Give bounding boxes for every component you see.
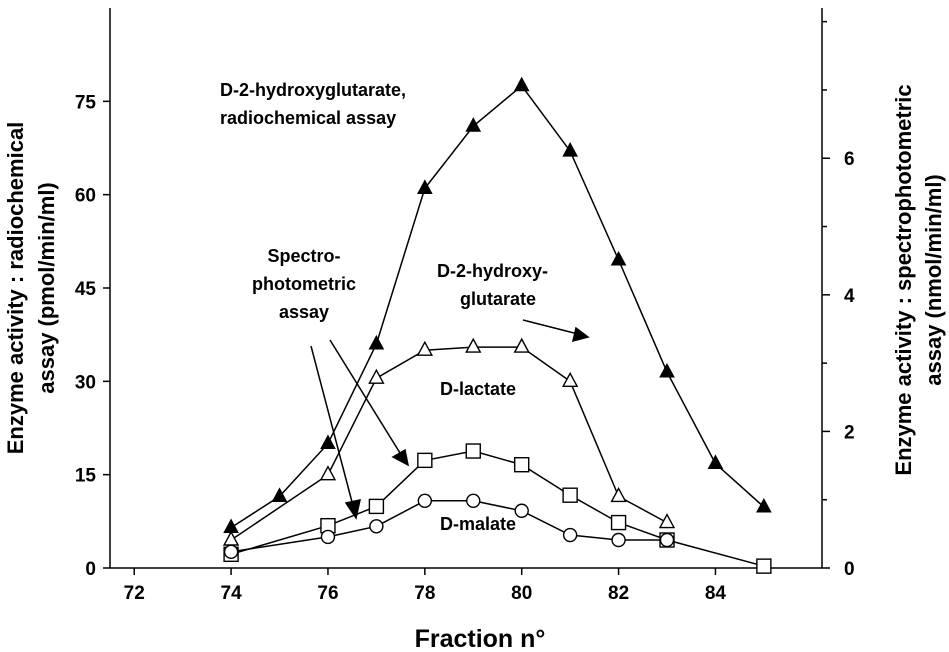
series-0-point-83 [659, 362, 675, 378]
arrow-shaft-3 [310, 345, 353, 503]
right-y-tick-label-0: 0 [844, 559, 855, 580]
series-0-point-77 [368, 334, 385, 350]
arrow-shaft-1 [522, 319, 579, 335]
series-0-point-84 [707, 454, 724, 469]
series-3-point-81 [562, 527, 578, 543]
series-3-point-82 [611, 532, 626, 548]
left-y-tick-label-0: 0 [85, 559, 96, 580]
series-layer [222, 76, 772, 574]
series-2-point-77 [368, 498, 385, 515]
x-tick-label-82: 82 [608, 583, 629, 604]
left-y-tick-label-30: 30 [75, 372, 96, 393]
series-1-point-82 [610, 486, 627, 503]
left-y-tick-label-75: 75 [75, 92, 97, 113]
arrow-shaft-2 [329, 339, 401, 454]
series-1-point-76 [319, 465, 337, 481]
right-axis-title-line2: assay (nmol/min/ml) [921, 174, 946, 386]
left-y-tick-label-60: 60 [75, 186, 96, 207]
x-tick-label-74: 74 [221, 583, 243, 604]
series-0-point-81 [562, 142, 578, 157]
x-tick-label-72: 72 [124, 583, 145, 604]
right-y-tick-label-6: 6 [844, 149, 855, 170]
left-y-tick-label-45: 45 [75, 279, 97, 300]
series-2-point-80 [514, 457, 530, 473]
series-0-point-82 [610, 250, 627, 266]
annotation-d2hg-line1: D-2-hydroxy- [437, 261, 548, 281]
left-axis-title-line2: assay (pmol/min/ml) [34, 182, 59, 394]
series-3-point-78 [417, 493, 433, 508]
series-0-point-85 [756, 497, 772, 513]
series-0-point-76 [320, 434, 336, 450]
series-3-point-77 [369, 519, 384, 534]
annotation-d-malate: D-malate [440, 514, 516, 534]
series-2-point-85 [756, 558, 772, 574]
series-1-point-79 [465, 337, 482, 353]
series-3-point-74 [223, 544, 239, 560]
series-2-point-82 [610, 514, 627, 531]
annotation-spectro-line2: photometric [252, 274, 356, 294]
series-3-point-83 [659, 532, 675, 548]
annotation-d-lactate: D-lactate [440, 379, 516, 399]
series-0-point-80 [513, 76, 530, 92]
series-1-point-77 [368, 368, 385, 384]
series-0-point-78 [416, 179, 433, 194]
axes-layer: 72 74 76 78 80 82 84 0 15 30 45 60 75 0 2 4 6 [75, 8, 855, 604]
series-2-line [230, 450, 765, 567]
annotation-spectro-line3: assay [279, 302, 329, 322]
annotation-d2hg-line2: glutarate [460, 289, 536, 309]
series-0-line [230, 84, 765, 529]
series-3-point-79 [466, 493, 481, 508]
annotation-arrows [310, 319, 590, 520]
x-axis-title: Fraction n° [415, 625, 546, 652]
series-2-point-78 [417, 452, 433, 469]
arrow-head-1 [571, 326, 590, 343]
series-3-point-80 [514, 503, 529, 518]
annotation-radiochemical-line2: radiochemical assay [220, 108, 396, 128]
x-tick-label-78: 78 [414, 583, 435, 604]
x-tick-label-80: 80 [511, 583, 532, 604]
right-axis-title-line1: Enzyme activity : spectrophotometric [891, 84, 916, 475]
series-2-point-79 [465, 443, 481, 459]
series-1-line [230, 346, 668, 541]
series-1-point-81 [561, 371, 579, 388]
arrow-head-3 [344, 499, 361, 520]
right-y-tick-label-2: 2 [844, 422, 855, 443]
annotation-radiochemical-line1: D-2-hydroxyglutarate, [220, 80, 406, 100]
series-1-point-74 [222, 530, 240, 546]
arrow-head-2 [391, 448, 410, 467]
series-1-point-83 [658, 513, 676, 529]
x-tick-label-76: 76 [317, 583, 338, 604]
series-0-point-75 [271, 487, 288, 502]
series-3-point-76 [320, 529, 336, 545]
right-y-tick-label-4: 4 [844, 286, 855, 307]
left-y-tick-label-15: 15 [75, 466, 97, 487]
x-tick-label-84: 84 [705, 583, 727, 604]
annotation-spectro-line1: Spectro- [267, 246, 340, 266]
series-1-point-78 [416, 340, 434, 356]
series-1-point-80 [513, 337, 530, 353]
series-2-point-81 [562, 487, 578, 503]
left-axis-title-line1: Enzyme activity : radiochemical [3, 122, 28, 455]
series-0-point-79 [465, 117, 482, 132]
